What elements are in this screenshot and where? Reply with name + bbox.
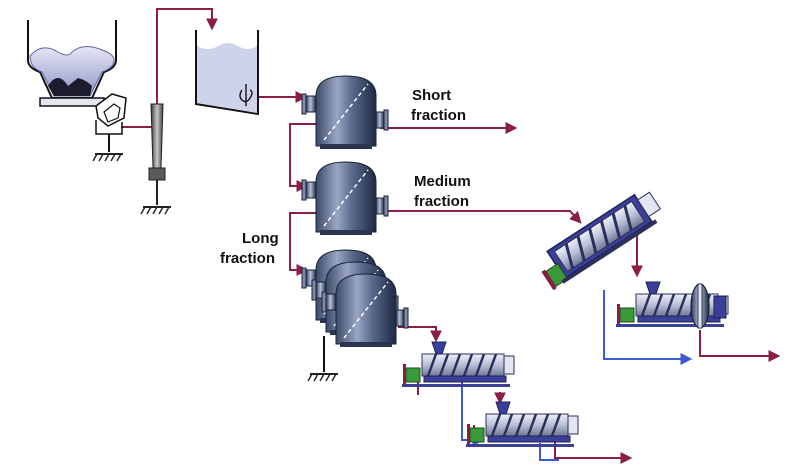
feed-hopper: [27, 20, 117, 107]
separator-medium-fraction: [301, 161, 389, 236]
pulper-tank: [195, 30, 259, 116]
label-short-line2: fraction: [411, 107, 466, 124]
screw-press-3: [614, 280, 730, 329]
label-short-fraction: Short fraction: [411, 87, 466, 124]
label-medium-line2: fraction: [414, 193, 469, 210]
water-line-screw2: [539, 443, 559, 461]
water-line-press: [603, 290, 693, 365]
pipe-network: [121, 8, 781, 464]
screw-with-drum-filter: [614, 280, 730, 329]
pipe-separator2-to-separator3: [289, 212, 316, 276]
pipe-refiner-to-tank: [156, 8, 218, 104]
separator-short-fraction: [301, 75, 389, 150]
label-long-line2: fraction: [220, 250, 275, 267]
label-short-line1: Short: [412, 87, 451, 104]
label-long-line1: Long: [242, 230, 279, 247]
ground-symbol-refiner: [140, 206, 172, 215]
pipe-separator1-to-separator2: [289, 123, 316, 192]
screw-press-1: [400, 340, 516, 389]
ground-symbol-separators: [307, 373, 339, 382]
separator-long-fraction-group: [301, 249, 409, 382]
conical-refiner: [140, 103, 172, 215]
label-long-fraction: Long fraction: [220, 230, 279, 267]
ground-symbol-grinder: [92, 153, 124, 162]
inclined-screw-press: [541, 191, 662, 291]
pipe-screw2-out: [554, 442, 633, 464]
screw-press-2: [464, 400, 580, 449]
label-medium-fraction: Medium fraction: [414, 173, 471, 210]
label-medium-line1: Medium: [414, 173, 471, 190]
pipe-screw3-out: [699, 330, 781, 362]
grinder-unit: [92, 93, 127, 162]
pipe-medium-fraction-to-press: [380, 210, 582, 224]
pipe-separator3-to-screw1: [398, 326, 442, 343]
